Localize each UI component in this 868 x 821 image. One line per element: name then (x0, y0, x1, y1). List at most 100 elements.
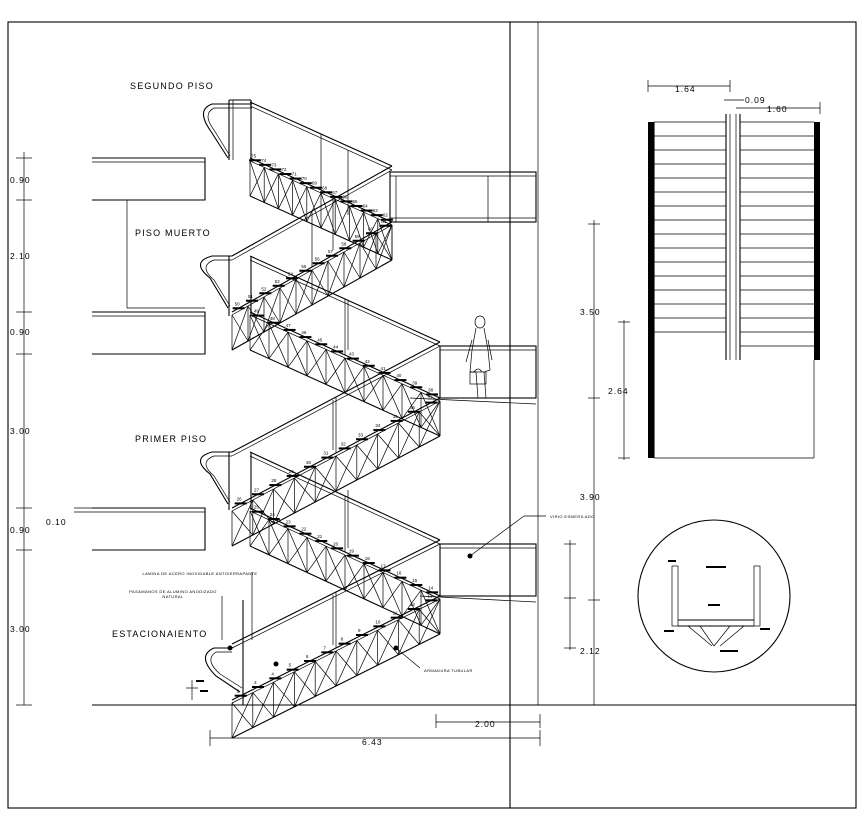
step-tread (315, 343, 328, 346)
step-number: 67 (332, 190, 338, 195)
step-tread (390, 616, 403, 619)
step-number: 3 (254, 680, 257, 685)
step-number: 34 (375, 423, 381, 428)
step-tread (338, 642, 351, 645)
step-number: 6 (306, 654, 309, 659)
step-number: 27 (254, 487, 260, 492)
plan-dim-left: 1.64 (675, 84, 696, 94)
step-tread (312, 262, 325, 265)
step-tread (299, 336, 312, 339)
handrail-returns (199, 103, 252, 693)
step-number: 8 (341, 637, 344, 642)
step-tread (350, 205, 363, 207)
step-tread (289, 177, 302, 180)
step-tread (259, 292, 272, 295)
step-tread (269, 677, 282, 680)
step-number: 26 (237, 496, 243, 501)
step-number: 53 (275, 279, 281, 284)
step-number: 51 (248, 294, 254, 299)
annotation-leaders (221, 515, 546, 669)
step-tread (408, 410, 420, 413)
step-number: 38 (428, 387, 434, 392)
step-number: 45 (317, 337, 323, 342)
step-tread (232, 307, 245, 310)
step-number: 33 (358, 432, 364, 437)
note-lamina: LAMINA DE ACERO INOXIDABLE ANTIDERRAPANT… (142, 571, 258, 576)
right-dim-middle: 2.64 (608, 386, 629, 396)
step-tread (425, 401, 438, 404)
step-tread (339, 247, 352, 250)
step-number: 46 (301, 330, 307, 335)
step-number: 59 (355, 234, 361, 239)
step-number: 23 (286, 519, 292, 524)
step-number: 40 (396, 373, 402, 378)
step-number: 44 (333, 344, 339, 349)
step-number: 62 (383, 213, 389, 218)
step-number: 56 (315, 256, 321, 261)
step-number: 73 (271, 162, 277, 167)
step-number: 68 (322, 185, 328, 190)
step-number: 58 (341, 241, 347, 246)
step-tread (378, 371, 391, 374)
step-tread (246, 299, 258, 302)
step-number: 63 (373, 208, 379, 213)
floor-slabs (92, 157, 206, 551)
step-number: 70 (302, 176, 308, 181)
left-dim-1: 0.90 (10, 175, 31, 185)
step-tread (373, 429, 386, 432)
stair-plan (648, 114, 820, 459)
step-tread (309, 186, 322, 189)
step-tread (390, 419, 403, 422)
left-dim-4: 3.00 (10, 426, 31, 436)
step-tread (279, 173, 292, 175)
step-number: 47 (286, 323, 292, 328)
step-tread (380, 218, 393, 221)
left-dim-2: 2.10 (10, 251, 31, 261)
step-number: 52 (261, 286, 267, 291)
step-tread (394, 379, 407, 382)
level-estacionamiento: ESTACIONAIENTO (112, 629, 207, 639)
step-number: 16 (396, 571, 402, 576)
step-number: 32 (341, 441, 347, 446)
step-number: 30 (306, 460, 312, 465)
step-number: 57 (328, 249, 334, 254)
step-tread (373, 625, 386, 628)
step-number: 2 (237, 689, 240, 694)
left-dim-5: 0.90 (10, 525, 31, 535)
right-dimension-lines (564, 220, 630, 706)
bottom-dim-total: 6.43 (362, 737, 383, 747)
step-tread (251, 510, 264, 513)
step-tread (299, 269, 312, 272)
step-number: 74 (261, 158, 267, 163)
step-tread (315, 540, 328, 542)
step-number: 49 (254, 309, 260, 314)
step-tread (252, 686, 264, 688)
step-tread (408, 608, 420, 610)
step-number: 22 (301, 527, 307, 532)
step-tread (321, 651, 334, 654)
step-number: 75 (251, 153, 257, 158)
note-pasamanos-box: PASAMANOS DE ALUMINO ANODIZADO NATURAL (129, 589, 216, 599)
step-tread (426, 393, 439, 396)
step-number: 19 (349, 549, 355, 554)
step-tread (286, 277, 298, 280)
step-number: 17 (381, 563, 387, 568)
step-number: 60 (368, 226, 374, 231)
landing-top (389, 171, 537, 223)
step-number: 50 (235, 301, 241, 306)
step-tread (272, 284, 285, 287)
step-tread (269, 484, 282, 487)
step-number: 21 (317, 534, 323, 539)
step-number: 7 (323, 645, 326, 650)
handrail-detail-circle (637, 519, 791, 673)
step-number: 31 (323, 451, 329, 456)
step-number: 69 (312, 181, 318, 186)
step-tread (362, 562, 375, 564)
step-number: 72 (282, 167, 288, 172)
right-dim-lower: 3.90 (580, 492, 601, 502)
step-tread (304, 465, 316, 468)
step-number: 11 (393, 611, 398, 616)
step-number: 48 (270, 316, 276, 321)
